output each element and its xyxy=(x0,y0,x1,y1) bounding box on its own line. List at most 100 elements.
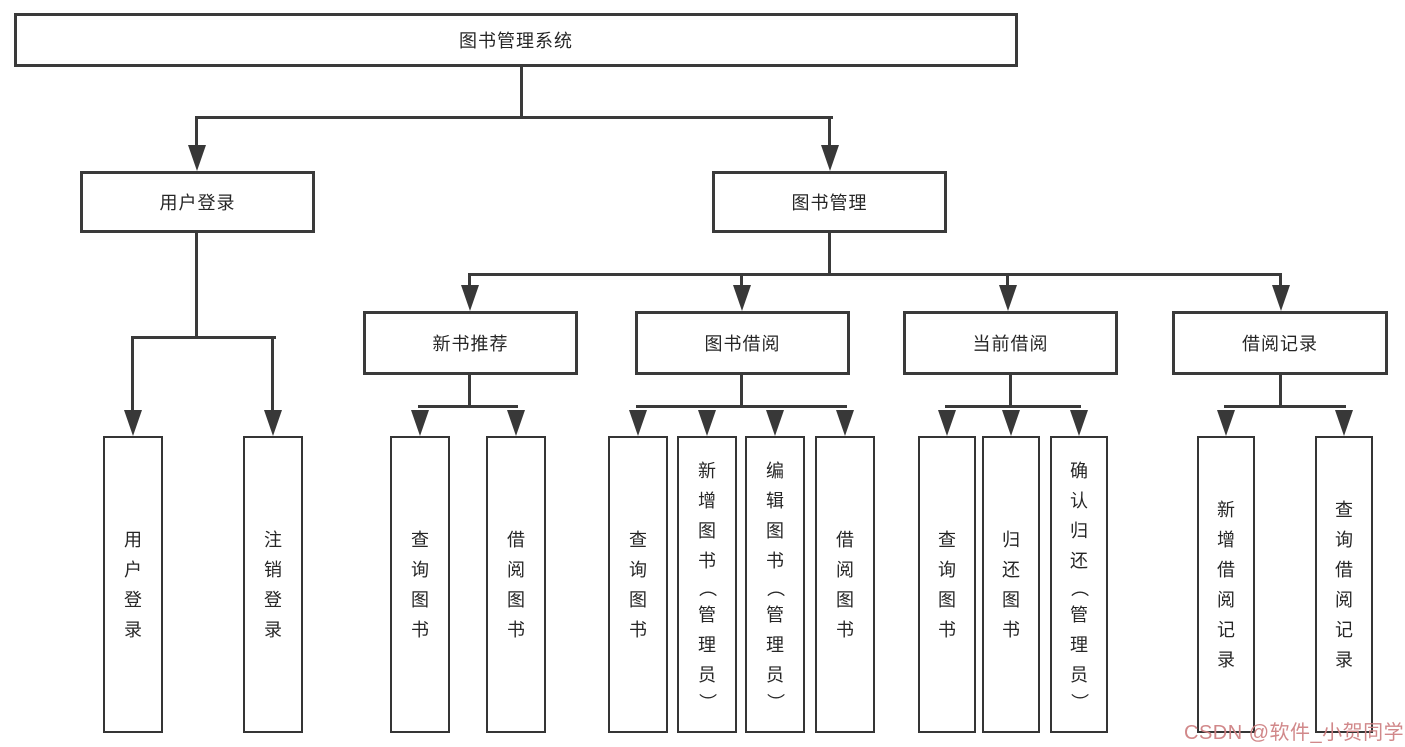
connector-current-stem xyxy=(1009,375,1012,407)
node-book-mgmt-label: 图书管理 xyxy=(791,193,868,213)
vertical-char: 图 xyxy=(507,589,525,610)
leaf-current-return: 归还图书 xyxy=(982,436,1040,733)
vertical-char: 书 xyxy=(766,550,784,571)
vertical-char: 借 xyxy=(1335,559,1353,580)
leaf-records-query: 查询借阅记录 xyxy=(1315,436,1373,733)
vertical-char: 询 xyxy=(938,559,956,580)
vertical-char: ） xyxy=(697,692,717,711)
connector-drop-l3-1 xyxy=(468,276,471,286)
connector-login-hbar xyxy=(131,336,276,339)
vertical-char: 书 xyxy=(836,619,854,640)
vertical-char: 还 xyxy=(1002,559,1020,580)
vertical-char: 查 xyxy=(411,529,429,550)
connector-login-stem xyxy=(195,233,198,336)
connector-borrow-hbar xyxy=(636,405,847,408)
vertical-char: 记 xyxy=(1217,619,1235,640)
vertical-char: 询 xyxy=(629,559,647,580)
vertical-char: 查 xyxy=(629,529,647,550)
vertical-char: （ xyxy=(1069,578,1089,597)
leaf-logout: 注销登录 xyxy=(243,436,303,733)
leaf-borrow-query: 查询图书 xyxy=(608,436,668,733)
arrowhead-l3-3 xyxy=(999,285,1017,311)
vertical-char: 阅 xyxy=(1217,589,1235,610)
vertical-char: 归 xyxy=(1070,520,1088,541)
vertical-char: 图 xyxy=(836,589,854,610)
arrowhead-records-1 xyxy=(1217,410,1235,436)
connector-root-hbar xyxy=(195,116,833,119)
vertical-char: 确 xyxy=(1070,460,1088,481)
vertical-char: 书 xyxy=(507,619,525,640)
vertical-char: 借 xyxy=(836,529,854,550)
leaf-borrow-add: 新增图书（管理员） xyxy=(677,436,737,733)
node-root-system: 图书管理系统 xyxy=(14,13,1018,67)
vertical-char: 增 xyxy=(1217,529,1235,550)
vertical-char: 户 xyxy=(124,559,142,580)
vertical-char: 管 xyxy=(766,604,784,625)
connector-drop-login-2 xyxy=(271,339,274,411)
vertical-char: 新 xyxy=(698,460,716,481)
node-user-login: 用户登录 xyxy=(80,171,315,233)
leaf-borrow-edit-label: 编辑图书（管理员） xyxy=(747,456,803,714)
vertical-char: 借 xyxy=(1217,559,1235,580)
vertical-char: 员 xyxy=(698,664,716,685)
vertical-char: 管 xyxy=(1070,604,1088,625)
vertical-char: 增 xyxy=(698,490,716,511)
csdn-watermark: CSDN @软件_小贺同学 xyxy=(1184,722,1405,744)
connector-drop-user-login xyxy=(195,119,198,147)
vertical-char: 阅 xyxy=(507,559,525,580)
vertical-char: 新 xyxy=(1217,499,1235,520)
leaf-borrow-query-label: 查询图书 xyxy=(610,525,666,645)
vertical-char: 录 xyxy=(124,619,142,640)
node-user-login-label: 用户登录 xyxy=(159,193,236,213)
vertical-char: 询 xyxy=(411,559,429,580)
vertical-char: 员 xyxy=(1070,664,1088,685)
arrowhead-borrow-3 xyxy=(766,410,784,436)
leaf-records-add: 新增借阅记录 xyxy=(1197,436,1255,733)
leaf-current-confirm: 确认归还 （ 管理员 ） xyxy=(1050,436,1108,733)
vertical-char: 注 xyxy=(264,529,282,550)
arrowhead-l3-2 xyxy=(733,285,751,311)
vertical-char: （ xyxy=(765,578,785,597)
leaf-borrow-edit: 编辑图书（管理员） xyxy=(745,436,805,733)
vertical-char: 理 xyxy=(1070,634,1088,655)
arrowhead-records-2 xyxy=(1335,410,1353,436)
connector-newbook-stem xyxy=(468,375,471,407)
vertical-char: （ xyxy=(697,578,717,597)
leaf-records-add-label: 新增借阅记录 xyxy=(1199,495,1253,675)
connector-records-stem xyxy=(1279,375,1282,407)
node-book-borrow-label: 图书借阅 xyxy=(704,334,781,354)
connector-drop-l3-4 xyxy=(1279,276,1282,286)
arrowhead-login-2 xyxy=(264,410,282,436)
vertical-char: 理 xyxy=(698,634,716,655)
vertical-char: 录 xyxy=(1335,649,1353,670)
vertical-char: 查 xyxy=(1335,499,1353,520)
vertical-char: 理 xyxy=(766,634,784,655)
vertical-char: 书 xyxy=(411,619,429,640)
vertical-char: ） xyxy=(1069,692,1089,711)
vertical-char: 销 xyxy=(264,559,282,580)
connector-mgmt-hbar xyxy=(468,273,1282,276)
node-current-borrow-label: 当前借阅 xyxy=(972,334,1049,354)
vertical-char: 录 xyxy=(1217,649,1235,670)
vertical-char: 图 xyxy=(629,589,647,610)
connector-current-hbar xyxy=(945,405,1081,408)
connector-drop-book-mgmt xyxy=(828,119,831,147)
node-book-mgmt: 图书管理 xyxy=(712,171,947,233)
leaf-current-return-label: 归还图书 xyxy=(984,525,1038,645)
vertical-char: 还 xyxy=(1070,550,1088,571)
vertical-char: 认 xyxy=(1070,490,1088,511)
connector-mgmt-stem xyxy=(828,233,831,273)
node-root-label: 图书管理系统 xyxy=(459,31,573,51)
vertical-char: 管 xyxy=(698,604,716,625)
vertical-char: 图 xyxy=(1002,589,1020,610)
leaf-borrow-borrow-label: 借阅图书 xyxy=(817,525,873,645)
leaf-borrow-borrow: 借阅图书 xyxy=(815,436,875,733)
vertical-char: 员 xyxy=(766,664,784,685)
arrowhead-borrow-4 xyxy=(836,410,854,436)
arrowhead-newbook-1 xyxy=(411,410,429,436)
node-book-borrow: 图书借阅 xyxy=(635,311,850,375)
arrowhead-current-2 xyxy=(1002,410,1020,436)
vertical-char: 阅 xyxy=(1335,589,1353,610)
vertical-char: ） xyxy=(765,692,785,711)
